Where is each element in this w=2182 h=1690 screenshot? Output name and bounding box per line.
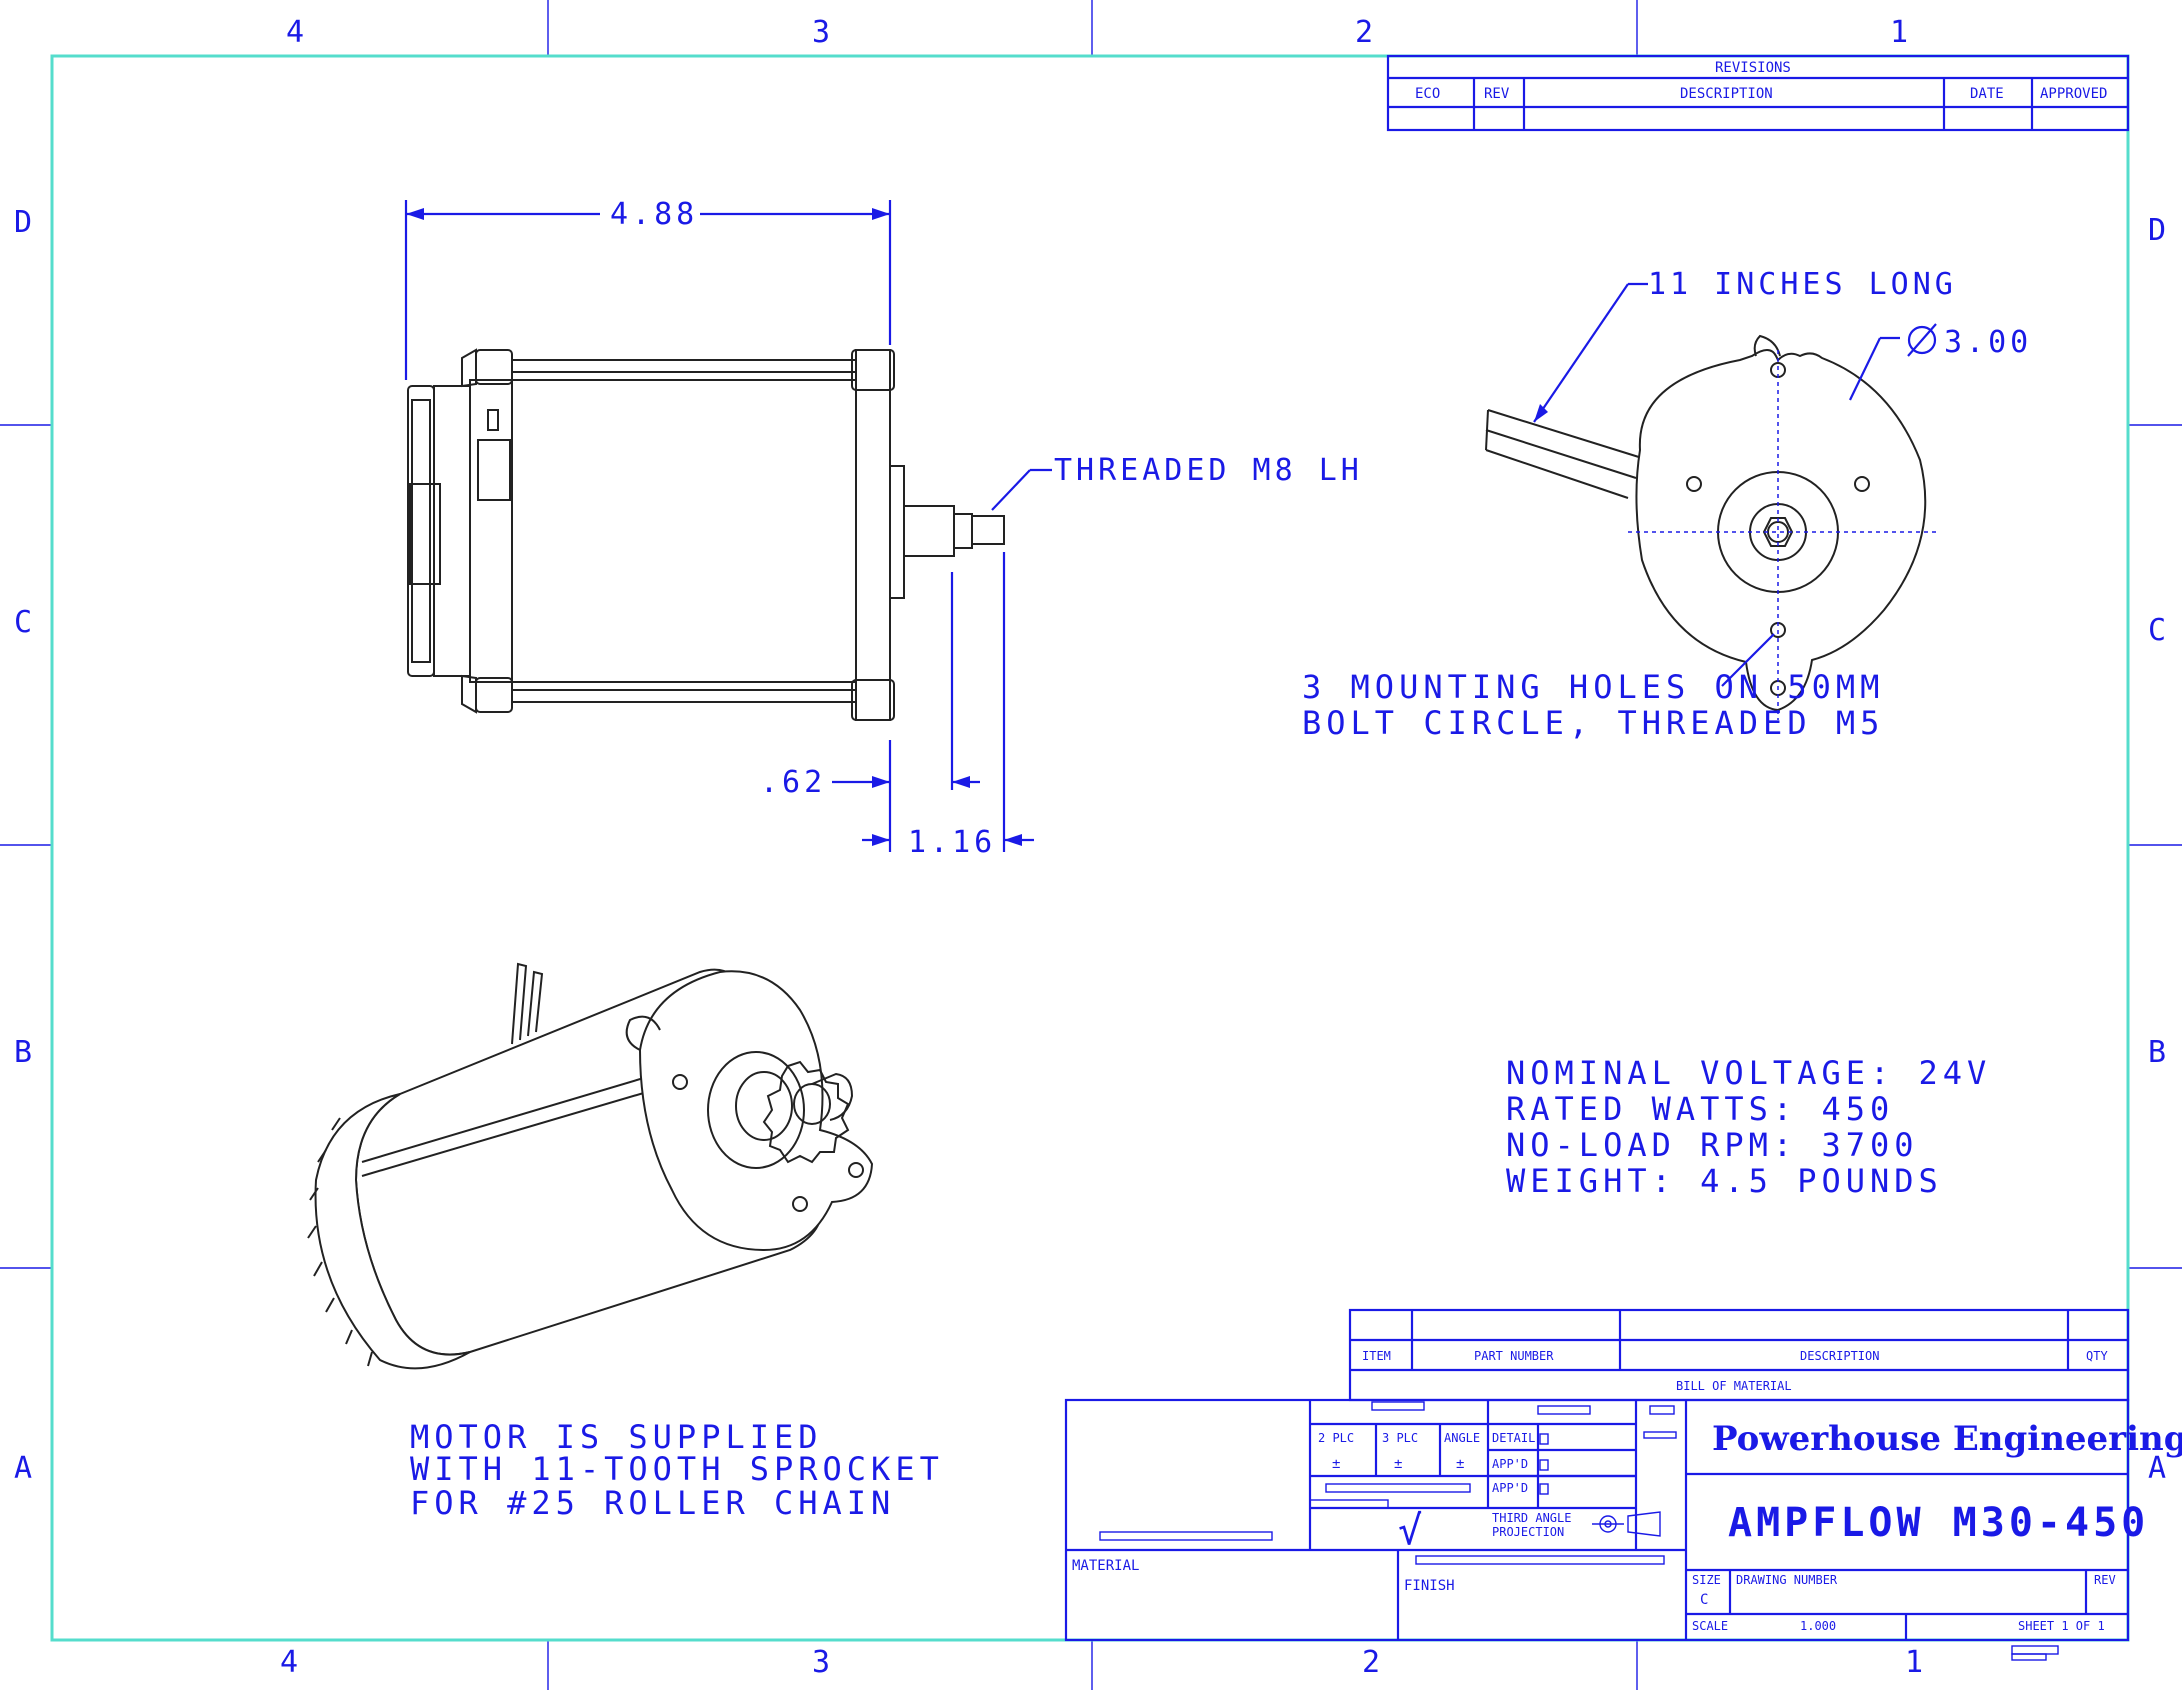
thread-note: THREADED M8 LH [1054, 453, 1363, 488]
specs-note: NOMINAL VOLTAGE: 24V RATED WATTS: 450 NO… [1506, 1054, 1991, 1200]
dim-diameter: 3.00 [1944, 325, 2032, 360]
lead-note: 11 INCHES LONG [1648, 267, 1957, 302]
tol-value-2plc: ± [1332, 1456, 1340, 1472]
size-label: SIZE [1692, 1573, 1721, 1587]
bill-of-material: ITEM PART NUMBER DESCRIPTION QTY BILL OF… [1348, 1308, 2130, 1402]
rev-col-eco: ECO [1415, 86, 1440, 102]
tol-header-angle: ANGLE [1444, 1431, 1480, 1445]
spec-voltage: NOMINAL VOLTAGE: 24V [1506, 1054, 1991, 1092]
zone-right-C: C [2148, 613, 2166, 648]
zone-right-D: D [2148, 213, 2166, 248]
tol-value-3plc: ± [1394, 1456, 1402, 1472]
zone-left-D: D [14, 205, 32, 240]
motor-side-view [407, 348, 1005, 721]
revisions-title: REVISIONS [1715, 60, 1791, 76]
sign-appd-2: APP'D [1492, 1481, 1528, 1495]
rev-col-approved: APPROVED [2040, 86, 2107, 102]
zone-bottom-1: 1 [1905, 1645, 1923, 1680]
company-name: Powerhouse Engineering [1712, 1419, 2182, 1459]
zone-left-A: A [14, 1451, 32, 1486]
dim-shaft-length: 1.16 [908, 825, 996, 860]
bom-title: BILL OF MATERIAL [1676, 1379, 1792, 1393]
scale-value: 1.000 [1800, 1619, 1836, 1633]
zone-bottom-4: 4 [280, 1645, 298, 1680]
zone-top-2: 2 [1355, 15, 1373, 50]
tol-value-angle: ± [1456, 1456, 1464, 1472]
motor-end-view [1485, 334, 1936, 720]
zone-top-3: 3 [812, 15, 830, 50]
zone-right-B: B [2148, 1035, 2166, 1070]
drawing-title: AMPFLOW M30-450 [1728, 1500, 2149, 1546]
sheet-label: SHEET 1 OF 1 [2018, 1619, 2105, 1633]
finish-label: FINISH [1404, 1578, 1455, 1594]
zone-top-1: 1 [1890, 15, 1908, 50]
sign-appd-1: APP'D [1492, 1457, 1528, 1471]
spec-weight: WEIGHT: 4.5 POUNDS [1506, 1162, 1943, 1200]
spec-rpm: NO-LOAD RPM: 3700 [1506, 1126, 1919, 1164]
end-view-dimensions: 11 INCHES LONG 3.00 3 MOUNTING HOLES ON … [1302, 267, 2032, 742]
drawing-number-label: DRAWING NUMBER [1736, 1573, 1838, 1587]
tol-header-2plc: 2 PLC [1318, 1431, 1354, 1445]
dim-shaft-shoulder: .62 [760, 765, 826, 800]
rev-col-date: DATE [1970, 86, 2004, 102]
sprocket-note-line2: WITH 11-TOOTH SPROCKET [410, 1450, 944, 1488]
bom-col-item: ITEM [1362, 1349, 1391, 1363]
material-label: MATERIAL [1072, 1558, 1139, 1574]
spec-watts: RATED WATTS: 450 [1506, 1090, 1894, 1128]
zone-top-4: 4 [286, 15, 304, 50]
rev-label: REV [2094, 1573, 2116, 1587]
mounting-note-line2: BOLT CIRCLE, THREADED M5 [1302, 704, 1884, 742]
sprocket-note-line3: FOR #25 ROLLER CHAIN [410, 1484, 895, 1522]
zone-labels-top: 4 3 2 1 [286, 15, 1908, 50]
dim-length: 4.88 [610, 197, 698, 232]
motor-isometric-view [307, 962, 874, 1370]
mounting-note-line1: 3 MOUNTING HOLES ON 50MM [1302, 668, 1884, 706]
bom-col-part-number: PART NUMBER [1474, 1349, 1554, 1363]
title-block: 2 PLC 3 PLC ANGLE ± ± ± DETAIL APP'D APP… [1064, 1398, 2182, 1661]
bom-col-description: DESCRIPTION [1800, 1349, 1879, 1363]
check-mark: √ [1398, 1508, 1422, 1554]
sprocket-note: MOTOR IS SUPPLIED WITH 11-TOOTH SPROCKET… [410, 1418, 944, 1522]
zone-labels-bottom: 4 3 2 1 [280, 1645, 1923, 1680]
projection-label-2: PROJECTION [1492, 1525, 1564, 1539]
zone-bottom-2: 2 [1362, 1645, 1380, 1680]
revisions-block: REVISIONS ECO REV DESCRIPTION DATE APPRO… [1386, 54, 2130, 132]
scale-label: SCALE [1692, 1619, 1728, 1633]
side-view-dimensions: 4.88 .62 1.16 THREADED M8 LH [404, 197, 1363, 860]
zone-left-B: B [14, 1035, 32, 1070]
bom-col-qty: QTY [2086, 1349, 2108, 1363]
zone-bottom-3: 3 [812, 1645, 830, 1680]
tol-header-3plc: 3 PLC [1382, 1431, 1418, 1445]
size-value: C [1700, 1592, 1708, 1608]
zone-right-A: A [2148, 1451, 2166, 1486]
rev-col-description: DESCRIPTION [1680, 86, 1773, 102]
sprocket-note-line1: MOTOR IS SUPPLIED [410, 1418, 823, 1456]
rev-col-rev: REV [1484, 86, 1510, 102]
sign-detail: DETAIL [1492, 1431, 1535, 1445]
projection-label-1: THIRD ANGLE [1492, 1511, 1571, 1525]
zone-labels-right: D C B A [2148, 213, 2166, 1486]
third-angle-projection-icon [1592, 1511, 1661, 1537]
zone-left-C: C [14, 605, 32, 640]
zone-labels-left: D C B A [14, 205, 32, 1486]
